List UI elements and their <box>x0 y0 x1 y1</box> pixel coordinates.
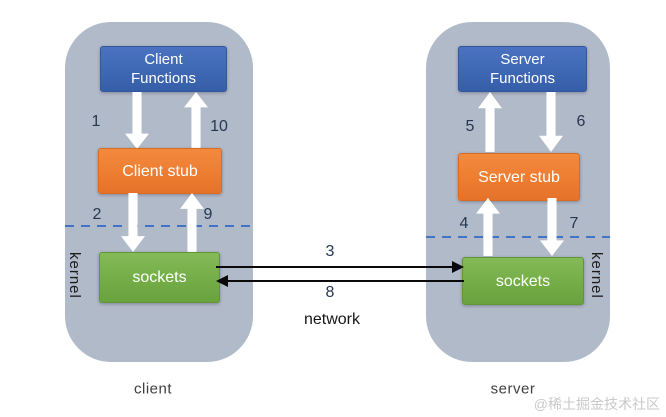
client-caption: client <box>133 380 173 398</box>
network-arrow-step8-left-icon <box>216 275 464 287</box>
server-sockets-box: sockets <box>462 257 584 305</box>
server-functions-label-line2: Functions <box>489 70 556 87</box>
step-label-5: 5 <box>465 118 475 135</box>
client-stub-label: Client stub <box>122 162 198 180</box>
server-functions-label-line1: Server <box>500 51 545 68</box>
client-kernel-label: kernel <box>66 252 83 299</box>
network-label: network <box>303 311 361 328</box>
server-functions-box: Server Functions <box>458 46 587 92</box>
network-arrow-step3-right-icon <box>216 261 464 273</box>
server-stub-box: Server stub <box>458 153 580 201</box>
step-label-2: 2 <box>92 206 102 223</box>
step-label-1: 1 <box>91 113 101 130</box>
step-label-7: 7 <box>569 215 579 232</box>
client-functions-box: Client Functions <box>100 46 227 92</box>
step-label-8: 8 <box>325 284 335 301</box>
server-kernel-boundary-line <box>426 236 610 238</box>
step-label-4: 4 <box>459 215 469 232</box>
step-label-6: 6 <box>576 113 586 130</box>
server-caption: server <box>490 380 536 398</box>
client-functions-label-line2: Functions <box>130 70 197 87</box>
client-sockets-box: sockets <box>99 252 220 303</box>
step-label-10: 10 <box>210 118 228 135</box>
step-label-9: 9 <box>203 206 213 223</box>
server-kernel-label: kernel <box>588 252 605 299</box>
server-sockets-label: sockets <box>495 272 551 290</box>
server-stub-label: Server stub <box>478 168 560 186</box>
watermark-text: @稀土掘金技术社区 <box>533 396 660 412</box>
client-stub-box: Client stub <box>98 148 222 194</box>
step-label-3: 3 <box>325 243 335 260</box>
client-functions-label-line1: Client <box>144 51 183 68</box>
client-sockets-label: sockets <box>132 269 187 286</box>
client-kernel-boundary-line <box>65 225 253 227</box>
